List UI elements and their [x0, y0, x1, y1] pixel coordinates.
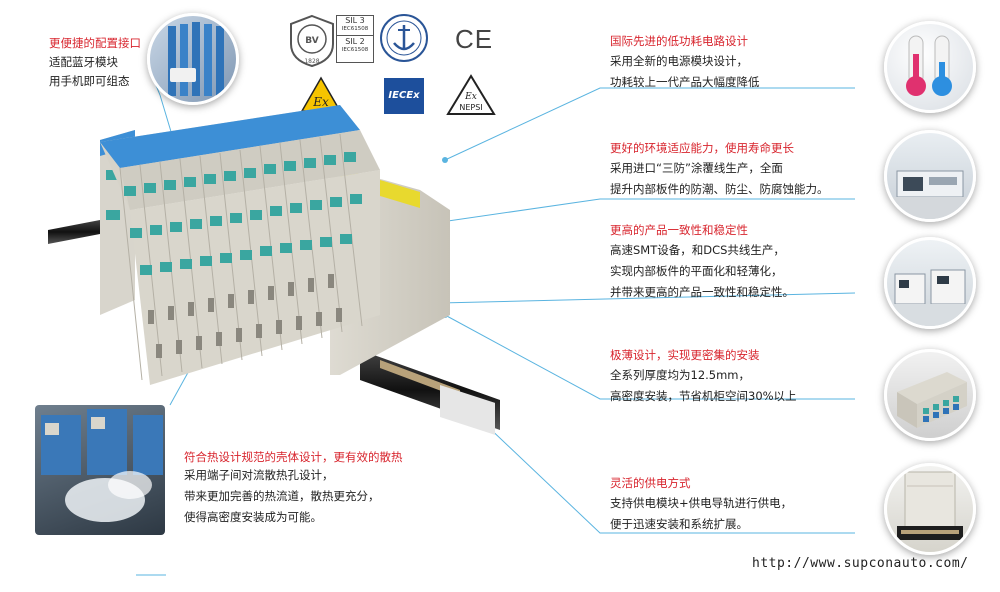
- iecex-logo: IECEx: [384, 78, 424, 114]
- anchor-seal-logo: [379, 13, 429, 67]
- feature-line: 提升内部板件的防潮、防尘、防腐蚀能力。: [610, 182, 829, 196]
- sil2-std: IEC61508: [341, 47, 369, 53]
- feature-line: 高密度安装，节省机柜空间30%以上: [610, 389, 797, 403]
- heat-line-2: 带来更加完善的热流道，散热更充分，: [184, 489, 380, 503]
- feature-title: 灵活的供电方式: [610, 476, 691, 490]
- feature-title: 更高的产品一致性和稳定性: [610, 223, 748, 237]
- feature-line: 支持供电模块+供电导轨进行供电，: [610, 496, 793, 510]
- sil3-std: IEC61508: [341, 26, 369, 32]
- ce-mark: CE: [455, 24, 494, 54]
- smt-line-photo: [884, 237, 976, 329]
- power-rail-photo: [884, 463, 976, 555]
- feature-title: 国际先进的低功耗电路设计: [610, 34, 748, 48]
- heat-line-1: 采用端子间对流散热孔设计，: [184, 468, 334, 482]
- isolator-module-stack: [48, 105, 500, 435]
- heat-title: 符合热设计规范的壳体设计，更有效的散热: [184, 450, 403, 464]
- feature-line: 全系列厚度均为12.5mm，: [610, 368, 751, 382]
- svg-text:BV: BV: [305, 36, 318, 46]
- bureau-veritas-logo: BV 1828: [289, 14, 335, 72]
- sil2-label: SIL 2: [345, 37, 365, 46]
- feature-title: 更好的环境适应能力，使用寿命更长: [610, 141, 794, 155]
- website-url[interactable]: http://www.supconauto.com/: [752, 556, 969, 571]
- feature-title: 极薄设计，实现更密集的安装: [610, 348, 760, 362]
- sil-badge: SIL 3 IEC61508 SIL 2 IEC61508: [336, 15, 374, 63]
- config-line-2: 用手机即可组态: [49, 74, 130, 88]
- feature-thin-design: 极薄设计，实现更密集的安装 全系列厚度均为12.5mm， 高密度安装，节省机柜空…: [610, 347, 797, 407]
- feature-environment: 更好的环境适应能力，使用寿命更长 采用进口“三防”涂覆线生产，全面 提升内部板件…: [610, 140, 829, 200]
- feature-line: 实现内部板件的平面化和轻薄化，: [610, 264, 783, 278]
- nepsi-ex-text: Ex: [464, 92, 477, 102]
- config-interface-photo: [147, 13, 239, 105]
- thermometer-icon: [884, 21, 976, 113]
- feature-line: 采用全新的电源模块设计，: [610, 54, 748, 68]
- atex-ex-text: Ex: [312, 95, 329, 109]
- coating-line-photo: [884, 130, 976, 222]
- config-title: 更便捷的配置接口: [49, 36, 141, 50]
- nepsi-text: NEPSI: [459, 103, 482, 112]
- heat-line-3: 使得高密度安装成为可能。: [184, 510, 322, 524]
- bv-year: 1828: [304, 58, 319, 65]
- feature-line: 便于迅速安装和系统扩展。: [610, 517, 748, 531]
- config-line-1: 适配蓝牙模块: [49, 55, 118, 69]
- feature-low-power: 国际先进的低功耗电路设计 采用全新的电源模块设计， 功耗较上一代产品大幅度降低: [610, 33, 760, 93]
- nepsi-logo: Ex NEPSI: [446, 74, 496, 120]
- feature-consistency: 更高的产品一致性和稳定性 高速SMT设备，和DCS共线生产， 实现内部板件的平面…: [610, 222, 794, 303]
- feature-line: 高速SMT设备，和DCS共线生产，: [610, 243, 785, 257]
- heat-dissipation-photo: [35, 405, 165, 535]
- iecex-text: IECEx: [388, 90, 420, 101]
- sil3-label: SIL 3: [345, 16, 365, 25]
- feature-line: 并带来更高的产品一致性和稳定性。: [610, 285, 794, 299]
- feature-power-supply: 灵活的供电方式 支持供电模块+供电导轨进行供电， 便于迅速安装和系统扩展。: [610, 475, 792, 535]
- thin-module-photo: [884, 349, 976, 441]
- feature-line: 采用进口“三防”涂覆线生产，全面: [610, 161, 783, 175]
- feature-line: 功耗较上一代产品大幅度降低: [610, 75, 760, 89]
